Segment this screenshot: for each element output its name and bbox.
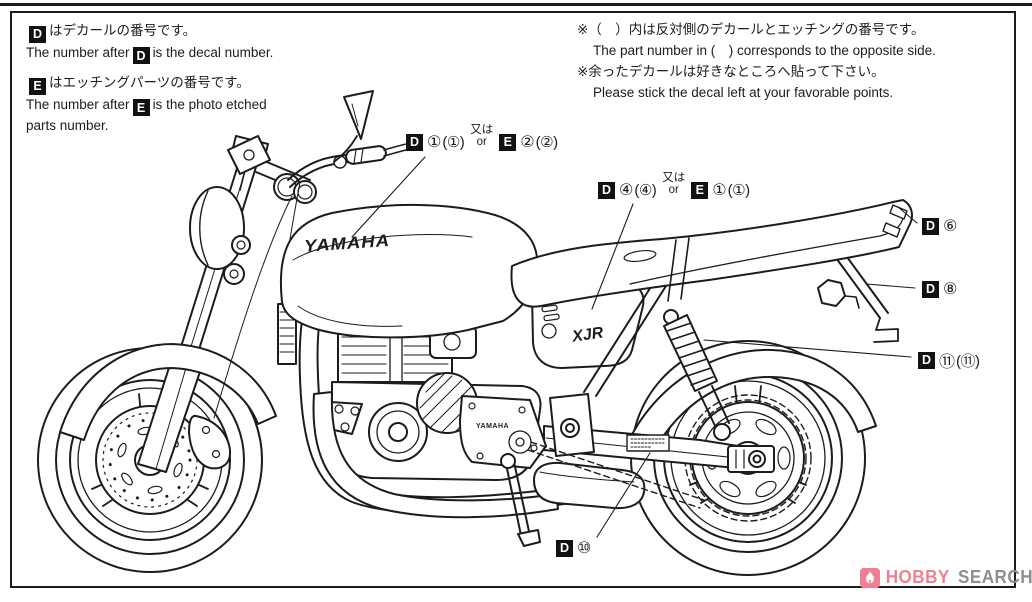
muffler	[533, 461, 646, 510]
leader-swingarm-decal	[596, 452, 651, 538]
d-badge: D	[132, 47, 150, 64]
engine-logo-text: YAMAHA	[476, 423, 509, 430]
leader-tail-decal	[897, 206, 918, 224]
kickstand	[505, 461, 531, 541]
legend-e-en-line2: parts number.	[26, 118, 109, 133]
d-badge: D	[556, 539, 573, 557]
hobby-search-watermark: HOBBY SEARCH	[860, 567, 1032, 588]
or-label: 又は or	[470, 124, 494, 148]
d-badge: D	[918, 351, 935, 369]
note2-en: Please stick the decal left at your favo…	[593, 85, 894, 100]
front-fender	[59, 343, 277, 441]
side-cover-logo-text: XJR	[570, 324, 605, 345]
d-badge: D	[598, 181, 615, 199]
leader-tank-decal	[351, 156, 426, 238]
callout-swingarm-decal: D ⑩	[556, 538, 592, 558]
leader-shock-decal	[703, 339, 912, 358]
e-badge: E	[499, 133, 517, 151]
d-badge: D	[29, 25, 46, 43]
callout-tail-decal: D ⑥	[922, 216, 958, 236]
d-badge: D	[922, 280, 939, 298]
rear-shock	[663, 309, 731, 441]
e-badge: E	[132, 99, 150, 116]
exhaust-system	[312, 391, 646, 547]
leader-side-decal	[591, 203, 634, 310]
mirror	[333, 90, 374, 163]
e-badge: E	[29, 77, 46, 95]
legend-right: ※（ ）内は反対側のデカールとエッチングの番号です。 The part numb…	[577, 19, 936, 103]
leader-lines	[351, 156, 918, 538]
d-badge: D	[922, 217, 939, 235]
rear-frame-tube	[583, 281, 667, 397]
callout-side-decal: D ④ (④) 又は or E ① (①)	[598, 172, 750, 202]
hobby-search-flame-icon	[860, 567, 880, 588]
tail-marker-upper	[889, 204, 908, 220]
page-top-rule	[0, 3, 1032, 6]
sprocket-cover	[459, 395, 547, 469]
drive-chain-lower	[527, 441, 705, 509]
callout-shock-decal: D ⑪ (⑪)	[918, 348, 980, 372]
headlight	[189, 186, 251, 285]
callout-tank-decal: D ① (①) 又は or E ② (②)	[406, 124, 558, 154]
note1-jp: ※（ ）内は反対側のデカールとエッチングの番号です。	[577, 22, 925, 37]
e-badge: E	[691, 181, 709, 199]
d-badge: D	[406, 133, 423, 151]
instrument-gauges	[273, 173, 317, 204]
tail-marker-lower	[882, 222, 901, 238]
callout-stay-decal: D ⑧	[922, 279, 958, 299]
leader-stay-decal	[865, 283, 916, 289]
drive-chain-ring	[684, 394, 812, 522]
fuel-tank	[279, 203, 539, 339]
note1-en: The part number in ( ) corresponds to th…	[593, 43, 936, 58]
note2-jp: ※余ったデカールは好きなところへ貼って下さい。	[577, 64, 885, 79]
seat-tail	[510, 199, 913, 308]
front-turn-signal	[227, 135, 271, 191]
diagram-border	[10, 11, 1016, 588]
or-label: 又は or	[662, 172, 686, 196]
watermark-word-search: SEARCH	[957, 567, 1032, 587]
swingarm	[543, 393, 775, 473]
watermark-word-hobby: HOBBY	[885, 567, 950, 587]
